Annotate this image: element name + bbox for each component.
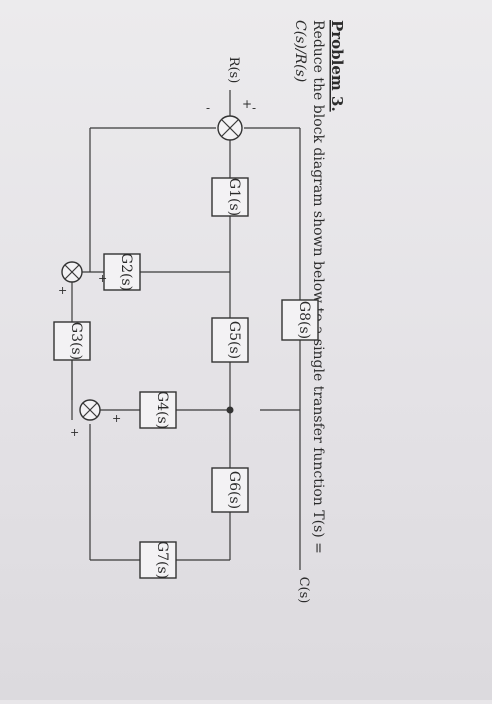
block-g4-label: G4(s) xyxy=(154,391,170,429)
sign-s3-top: + xyxy=(112,412,121,425)
block-g3: G3(s) xyxy=(53,321,91,361)
problem-heading: Problem 3. xyxy=(328,20,346,112)
output-label: C(s) xyxy=(296,577,311,604)
sign-s2-top: + xyxy=(98,272,107,285)
problem-statement-fraction: C(s)/R(s) xyxy=(292,20,308,82)
sign-s3-bottom: + xyxy=(70,426,79,439)
block-g1: G1(s) xyxy=(211,177,249,217)
sign-s1-input: + xyxy=(242,97,252,111)
block-g6-label: G6(s) xyxy=(226,471,242,509)
problem-statement: Reduce the block diagram shown below to … xyxy=(310,20,326,554)
sign-s2-bottom: + xyxy=(58,284,67,297)
block-g8-label: G8(s) xyxy=(296,301,312,339)
summing-junction-3 xyxy=(79,399,101,421)
block-g4: G4(s) xyxy=(139,391,177,429)
block-g5: G5(s) xyxy=(211,317,249,363)
block-g2: G2(s) xyxy=(103,253,141,291)
summing-junction-1 xyxy=(217,115,243,141)
block-g1-label: G1(s) xyxy=(226,178,242,216)
sign-s1-left: - xyxy=(206,101,210,115)
block-g7-label: G7(s) xyxy=(154,541,170,579)
problem-text: Problem 3. Reduce the block diagram show… xyxy=(292,20,346,554)
summing-junction-2 xyxy=(61,261,83,283)
input-label: R(s) xyxy=(226,57,241,84)
block-g7: G7(s) xyxy=(139,541,177,579)
block-g5-label: G5(s) xyxy=(226,321,242,359)
pickoff-point xyxy=(226,406,234,414)
block-g2-label: G2(s) xyxy=(118,253,134,291)
block-g3-label: G3(s) xyxy=(68,322,84,360)
block-g6: G6(s) xyxy=(211,467,249,513)
block-g8: G8(s) xyxy=(281,299,319,341)
signal-lines xyxy=(71,90,301,570)
sign-s1-right: - xyxy=(252,101,256,115)
